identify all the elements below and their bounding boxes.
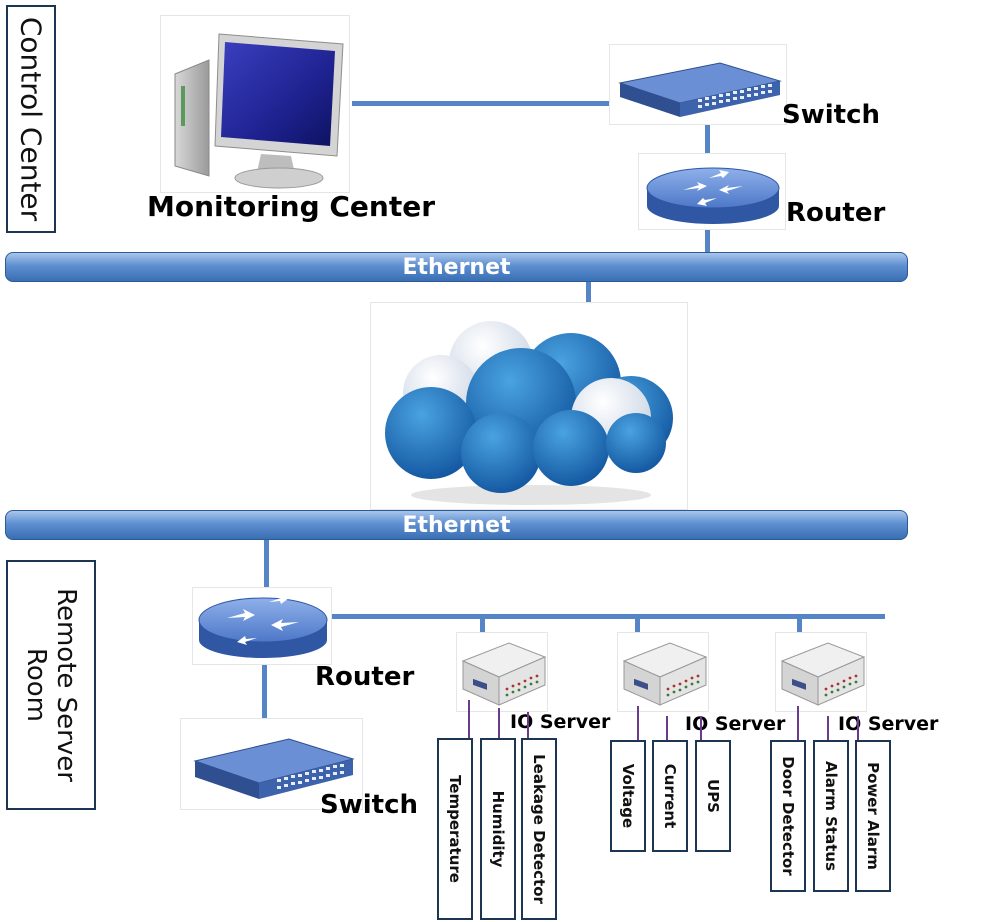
sensor-box-humidity: Humidity: [480, 738, 516, 920]
bottom-ethernet-bus: Ethernet: [5, 510, 908, 540]
monitor-switch-link: [352, 101, 610, 106]
control-center-box: Control Center: [6, 5, 56, 233]
cloud-icon: [385, 321, 673, 505]
io2-drop: [635, 617, 640, 637]
top-switch-label: Switch: [782, 100, 881, 130]
monitoring-center-image: [160, 15, 350, 193]
sensor-link: [700, 716, 702, 740]
bottom-ethernet-label: Ethernet: [402, 513, 511, 538]
top-ethernet-bus: Ethernet: [5, 252, 908, 282]
sensor-link: [527, 712, 529, 738]
io-server-3-label: IO Server: [838, 713, 939, 735]
cloud-image: [370, 302, 688, 510]
router-switch-link: [262, 664, 267, 722]
io-module-icon: [461, 642, 547, 706]
router-icon: [198, 595, 328, 658]
router-ethernet-link: [705, 228, 710, 254]
remote-room-title: Remote Server Room: [21, 588, 81, 782]
top-ethernet-label: Ethernet: [402, 255, 511, 280]
monitoring-center-label: Monitoring Center: [147, 190, 436, 223]
sensor-link: [666, 716, 668, 740]
sensor-link: [827, 716, 829, 740]
remote-room-box: Remote Server Room: [6, 560, 96, 810]
sensor-box-ups: UPS: [695, 740, 731, 852]
bottom-switch-label: Switch: [320, 790, 419, 820]
io-server-1-label: IO Server: [510, 711, 611, 733]
ethernet-router-link: [264, 540, 269, 588]
sensor-label: Door Detector: [779, 756, 797, 876]
lan-trunk-line: [330, 614, 885, 619]
switch-router-link: [705, 124, 710, 154]
sensor-box-temperature: Temperature: [437, 738, 473, 920]
top-router-image: [638, 153, 786, 230]
sensor-label: Power Alarm: [864, 762, 882, 870]
io-module-icon: [622, 642, 708, 706]
io-server-2-label: IO Server: [685, 713, 786, 735]
top-router-label: Router: [786, 198, 886, 228]
sensor-link: [468, 700, 470, 738]
sensor-label: UPS: [704, 779, 722, 813]
sensor-box-alarm-status: Alarm Status: [813, 740, 849, 892]
io-server-2-image: [617, 632, 709, 712]
sensor-label: Alarm Status: [822, 761, 840, 871]
sensor-box-leakage-detector: Leakage Detector: [521, 738, 557, 920]
top-switch-image: [609, 44, 787, 125]
sensor-link: [498, 708, 500, 738]
bottom-router-image: [192, 587, 332, 665]
io-server-3-image: [775, 632, 867, 712]
io3-drop: [797, 617, 802, 637]
sensor-label: Temperature: [446, 775, 464, 883]
monitor-icon: [174, 33, 344, 189]
sensor-link: [797, 706, 799, 740]
network-switch-icon: [618, 62, 782, 117]
sensor-box-door-detector: Door Detector: [770, 740, 806, 892]
sensor-box-power-alarm: Power Alarm: [855, 740, 891, 892]
bottom-router-label: Router: [315, 662, 415, 692]
sensor-label: Leakage Detector: [530, 754, 548, 904]
io-module-icon: [780, 642, 866, 706]
sensor-box-current: Current: [652, 740, 688, 852]
sensor-link: [857, 716, 859, 740]
sensor-label: Voltage: [619, 763, 637, 829]
sensor-link: [637, 706, 639, 740]
network-switch-icon: [193, 738, 355, 799]
sensor-label: Current: [661, 763, 679, 829]
sensor-label: Humidity: [489, 790, 507, 868]
control-center-title: Control Center: [14, 16, 48, 222]
io-server-1-image: [456, 632, 548, 712]
io1-drop: [480, 617, 485, 637]
sensor-box-voltage: Voltage: [610, 740, 646, 852]
bottom-switch-image: [180, 718, 363, 810]
router-icon: [646, 167, 780, 224]
